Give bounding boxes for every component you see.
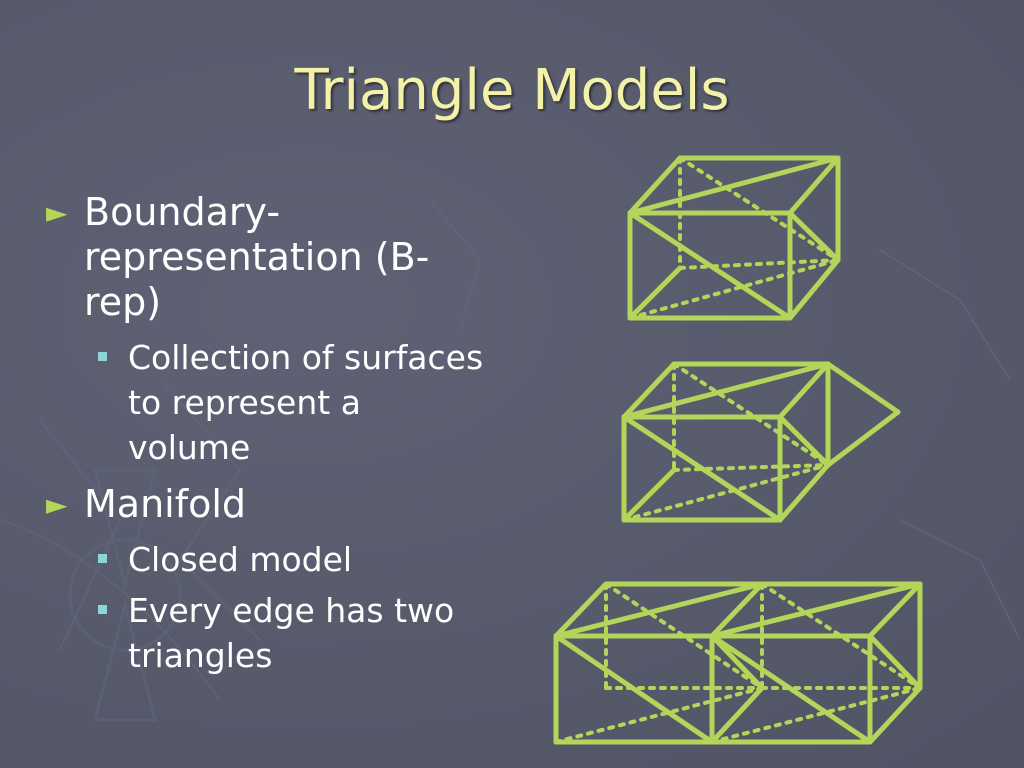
- square-icon: [98, 605, 107, 614]
- sub-bullet-text: Closed model: [128, 540, 353, 579]
- sub-bullet-item: Closed model: [98, 537, 486, 582]
- sub-bullet-item: Every edge has two triangles: [98, 588, 486, 678]
- slide-title: Triangle Models: [294, 58, 730, 123]
- bullet-text: Manifold: [84, 482, 247, 526]
- wireframe-figures: [553, 155, 923, 745]
- triangle-right-icon: ►: [46, 196, 68, 229]
- sub-bullet-text: Collection of surfaces to represent a vo…: [128, 338, 484, 467]
- square-icon: [98, 554, 107, 563]
- triangle-right-icon: ►: [46, 488, 68, 521]
- wireframe-double-box: [553, 581, 923, 745]
- sub-bullet-item: Collection of surfaces to represent a vo…: [98, 335, 486, 470]
- square-icon: [98, 352, 107, 361]
- bullet-item: ► Boundary-representation (B-rep): [46, 190, 486, 325]
- wireframe-box-2: [621, 361, 901, 523]
- bullet-list: ► Boundary-representation (B-rep) Collec…: [46, 190, 486, 690]
- bullet-text: Boundary-representation (B-rep): [84, 190, 430, 324]
- sub-bullet-text: Every edge has two triangles: [128, 591, 455, 675]
- bullet-item: ► Manifold: [46, 482, 486, 527]
- wireframe-box-1: [627, 155, 841, 321]
